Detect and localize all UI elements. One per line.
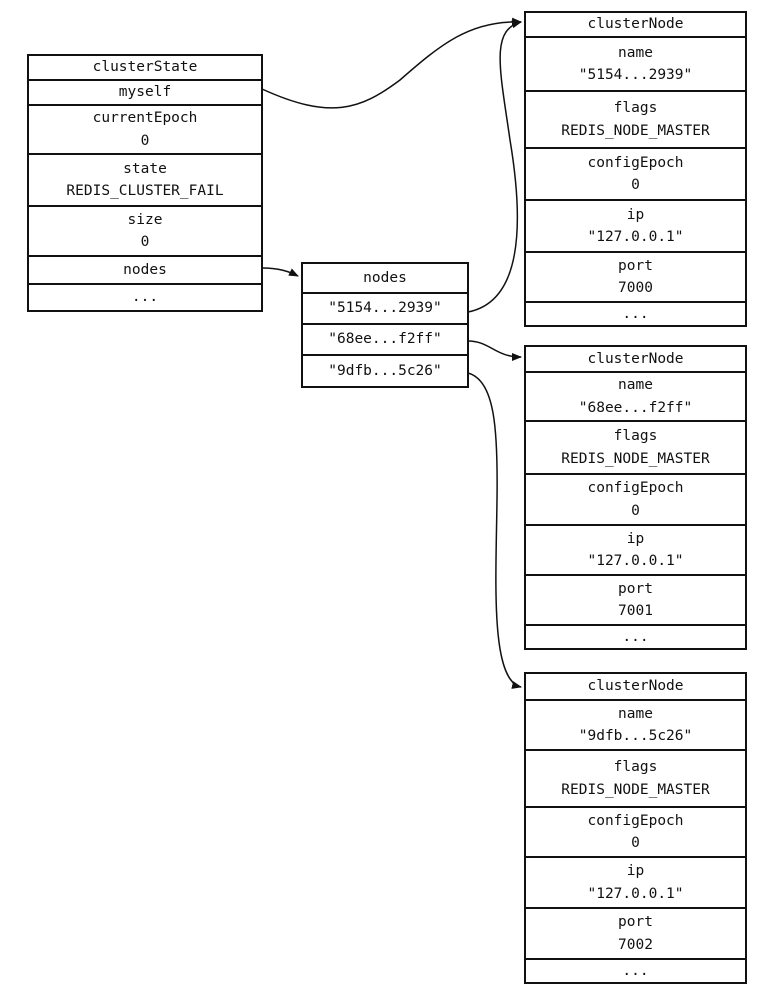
node-config-epoch-field: configEpoch 0 <box>526 147 745 199</box>
field-label: flags <box>613 428 658 445</box>
dict-key-3: "9dfb...5c26" <box>303 354 467 386</box>
field-value: 0 <box>140 234 150 250</box>
node-ip-field: ip "127.0.0.1" <box>526 524 745 574</box>
field-value: 7002 <box>618 936 653 953</box>
node-port-field: port 7001 <box>526 574 745 624</box>
node-name-field: name "9dfb...5c26" <box>526 699 745 749</box>
field-label: port <box>618 257 653 274</box>
dict-key-2: "68ee...f2ff" <box>303 323 467 354</box>
field-label: ip <box>626 206 645 223</box>
field-label: nodes <box>123 261 167 278</box>
field-value: REDIS_NODE_MASTER <box>561 450 710 467</box>
arrow-key-5154-to-node <box>467 20 522 313</box>
field-value: 7000 <box>618 280 653 296</box>
field-more: ... <box>29 283 261 310</box>
field-label: configEpoch <box>587 154 684 171</box>
arrow-nodes-to-dict <box>261 267 299 277</box>
node-title-text: clusterNode <box>587 350 684 367</box>
field-label: state <box>123 160 167 177</box>
field-label: port <box>618 580 653 597</box>
node-name-field: name "5154...2939" <box>526 36 745 90</box>
arrow-key-68ee-to-node <box>467 340 522 361</box>
node-more-field: ... <box>526 301 745 325</box>
node-port-field: port 7000 <box>526 251 745 301</box>
dict-title-text: nodes <box>363 269 407 286</box>
field-label: currentEpoch <box>92 110 198 127</box>
field-value: 0 <box>631 835 640 851</box>
node-title-text: clusterNode <box>587 16 684 33</box>
field-label: port <box>618 914 653 931</box>
field-label: name <box>618 377 653 394</box>
field-label: flags <box>613 759 658 776</box>
node-ip-field: ip "127.0.0.1" <box>526 199 745 251</box>
field-value: REDIS_NODE_MASTER <box>561 781 710 798</box>
node-config-epoch-field: configEpoch 0 <box>526 473 745 524</box>
field-value: REDIS_CLUSTER_FAIL <box>66 183 224 199</box>
ellipsis-text: ... <box>622 628 649 645</box>
field-value: "127.0.0.1" <box>587 553 684 569</box>
field-value: 0 <box>631 177 640 193</box>
node-port-field: port 7002 <box>526 907 745 958</box>
field-value: REDIS_NODE_MASTER <box>561 122 710 139</box>
ellipsis-text: ... <box>622 962 649 979</box>
field-value: 0 <box>140 132 150 149</box>
field-label: flags <box>613 100 658 117</box>
nodes-dict: nodes "5154...2939" "68ee...f2ff" "9dfb.… <box>301 262 469 388</box>
node-more-field: ... <box>526 958 745 982</box>
field-value: "5154...2939" <box>578 67 693 83</box>
arrow-myself-to-node-5154 <box>261 17 522 109</box>
field-label: name <box>618 44 653 61</box>
dict-key-text: "5154...2939" <box>328 300 442 317</box>
field-label: name <box>618 705 653 722</box>
node-config-epoch-field: configEpoch 0 <box>526 806 745 856</box>
dict-key-text: "9dfb...5c26" <box>328 362 442 379</box>
field-label: configEpoch <box>587 812 684 829</box>
struct-title-text: clusterState <box>92 59 198 76</box>
ellipsis-text: ... <box>131 289 159 306</box>
field-size: size 0 <box>29 205 261 255</box>
nodes-dict-title: nodes <box>303 264 467 292</box>
arrow-key-9dfb-to-node <box>467 372 522 689</box>
field-nodes: nodes <box>29 255 261 283</box>
field-value: 0 <box>631 502 640 519</box>
field-current-epoch: currentEpoch 0 <box>29 104 261 153</box>
dict-key-1: "5154...2939" <box>303 292 467 323</box>
node-title-text: clusterNode <box>587 678 684 695</box>
field-value: "68ee...f2ff" <box>578 399 693 416</box>
ellipsis-text: ... <box>622 305 649 322</box>
dict-key-text: "68ee...f2ff" <box>328 331 442 348</box>
field-value: "127.0.0.1" <box>587 885 684 902</box>
field-myself: myself <box>29 79 261 104</box>
field-value: "9dfb...5c26" <box>578 728 693 744</box>
node-name-field: name "68ee...f2ff" <box>526 371 745 420</box>
field-label: ip <box>626 530 645 547</box>
node-title: clusterNode <box>526 347 745 371</box>
field-value: 7001 <box>618 603 653 619</box>
cluster-state-title: clusterState <box>29 56 261 79</box>
field-label: ip <box>626 863 645 880</box>
node-ip-field: ip "127.0.0.1" <box>526 856 745 907</box>
node-title: clusterNode <box>526 674 745 699</box>
field-myself-label: myself <box>118 84 172 101</box>
node-title: clusterNode <box>526 13 745 36</box>
node-more-field: ... <box>526 624 745 648</box>
field-label: size <box>127 211 163 228</box>
field-value: "127.0.0.1" <box>587 229 684 245</box>
field-label: configEpoch <box>587 480 684 497</box>
